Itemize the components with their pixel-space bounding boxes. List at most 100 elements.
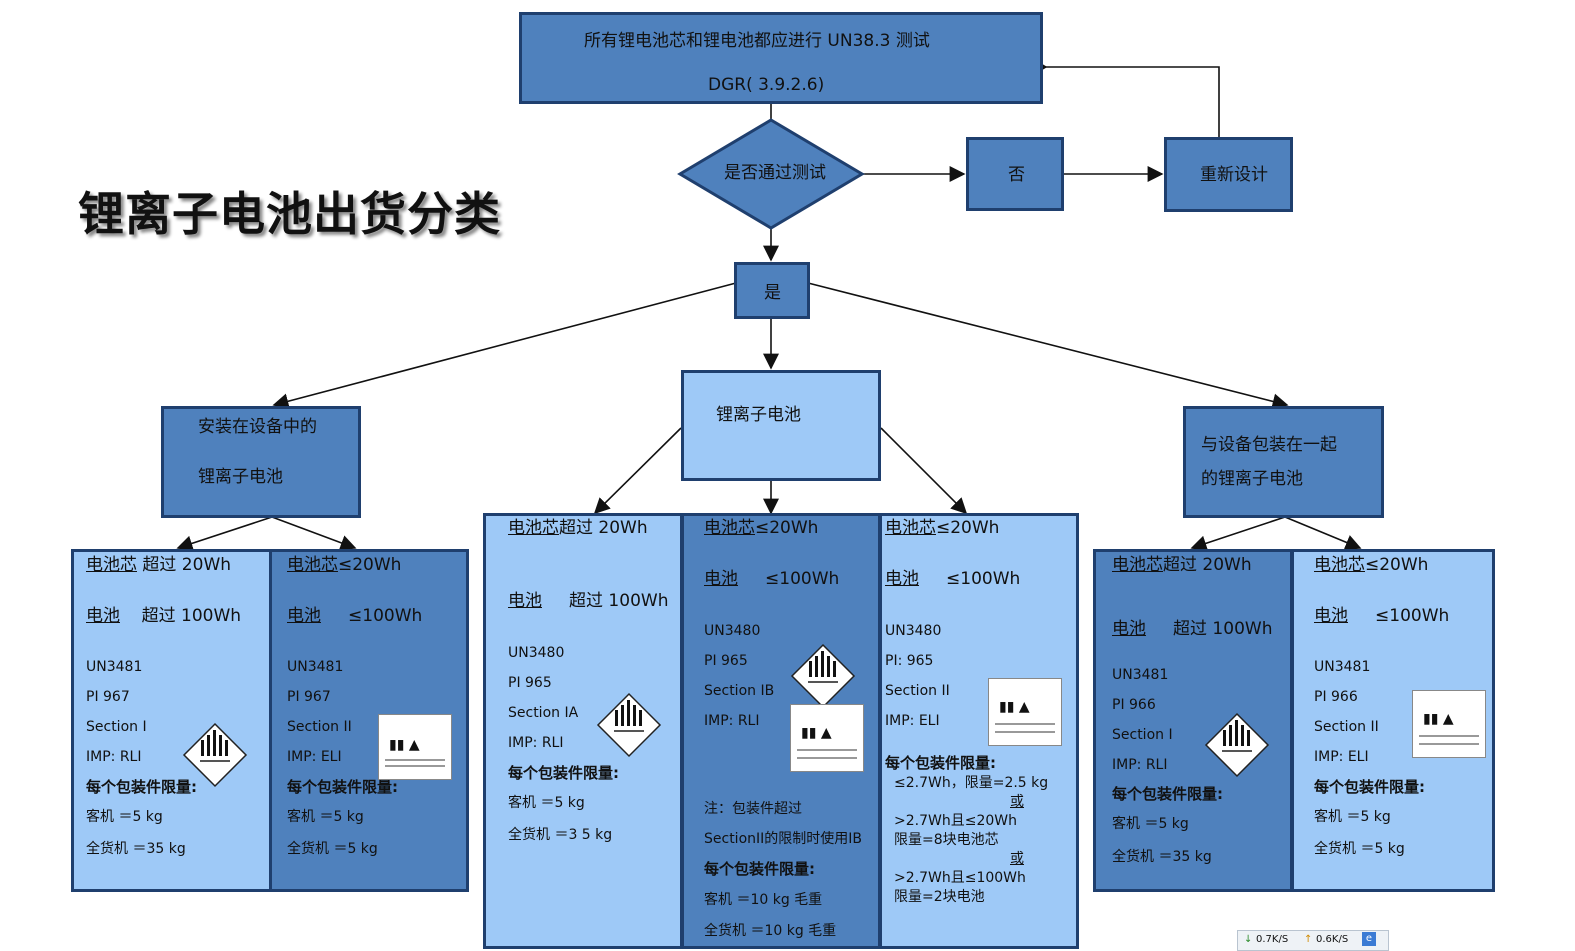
passenger-limit: 客机 ＝5 kg (1314, 809, 1391, 825)
battery-glyph-icon: ▮▮ ▲ (999, 699, 1030, 715)
upload-speed: 0.6K/S (1316, 934, 1349, 945)
packed-line2: 的锂离子电池 (1201, 469, 1303, 489)
limit-title: 每个包装件限量: (885, 754, 996, 772)
top-box-line1: 所有锂电池芯和锂电池都应进行 UN38.3 测试 (584, 31, 930, 51)
pi-number: PI 965 (704, 653, 748, 669)
panel-battery-section-ia: 电池芯超过 20Wh 电池 超过 100Wh UN3480 PI 965 Sec… (483, 513, 683, 949)
yes-label: 是 (764, 283, 781, 303)
no-box: 否 (966, 137, 1064, 211)
pi-number: PI 967 (287, 689, 331, 705)
lithium-battery-handling-label-icon: ▮▮ ▲ (988, 678, 1062, 746)
imp-code: IMP: ELI (1314, 749, 1369, 765)
imp-code: IMP: RLI (508, 735, 564, 751)
limit-title: 每个包装件限量: (1112, 785, 1223, 803)
panel-battery-section-ii: 电池芯≤20Wh 电池 ≤100Wh UN3480 PI: 965 Sectio… (879, 513, 1079, 949)
download-speed: 0.7K/S (1256, 934, 1289, 945)
arrow-installed-right (271, 516, 357, 551)
imp-code: IMP: ELI (885, 713, 940, 729)
limit-line-2: >2.7Wh且≤20Wh (894, 813, 1017, 829)
installed-line2: 锂离子电池 (198, 467, 283, 487)
passenger-limit: 客机 ＝10 kg 毛重 (704, 892, 823, 908)
cell-label: 电池芯 超过 20Wh (86, 555, 232, 575)
browser-icon[interactable]: e (1362, 932, 1376, 946)
arrow-redesign-to-top (1028, 56, 1220, 137)
top-box-line2: DGR( 3.9.2.6) (708, 75, 825, 95)
download-arrow-icon: ↓ (1244, 934, 1253, 945)
cargo-limit: 全货机 ＝5 kg (287, 841, 378, 857)
note-line2: SectionII的限制时使用IB (704, 831, 863, 847)
redesign-label: 重新设计 (1200, 165, 1268, 185)
top-box-un38-3: 所有锂电池芯和锂电池都应进行 UN38.3 测试 DGR( 3.9.2.6) (519, 12, 1043, 104)
yes-box: 是 (734, 262, 810, 319)
section-label: Section II (1314, 719, 1379, 735)
panel-packed-section-ii: 电池芯≤20Wh 电池 ≤100Wh UN3481 PI 966 Section… (1291, 549, 1495, 892)
imp-code: IMP: RLI (86, 749, 142, 765)
battery-cond-label: 电池 超过 100Wh (508, 591, 669, 611)
class9-hazard-label-icon (1204, 712, 1270, 778)
cargo-limit: 全货机 ＝35 kg (86, 841, 186, 857)
arrow-packed-right (1284, 516, 1362, 550)
arrow-yes-to-packed (807, 282, 1289, 410)
imp-code: IMP: RLI (704, 713, 760, 729)
un-number: UN3480 (704, 623, 761, 639)
class9-hazard-label-icon (182, 722, 248, 788)
lithium-battery-handling-label-icon: ▮▮ ▲ (378, 714, 452, 780)
category-battery: 锂离子电池 (681, 370, 881, 481)
un-number: UN3480 (508, 645, 565, 661)
lithium-battery-handling-label-icon: ▮▮ ▲ (790, 704, 864, 772)
decision-diamond (677, 118, 865, 230)
category-installed: 安装在设备中的 锂离子电池 (161, 406, 361, 518)
panel-packed-section-i: 电池芯超过 20Wh 电池 超过 100Wh UN3481 PI 966 Sec… (1093, 549, 1293, 892)
upload-arrow-icon: ↑ (1304, 934, 1313, 945)
battery-cond-label: 电池 超过 100Wh (1112, 619, 1273, 639)
passenger-limit: 客机 ＝5 kg (86, 809, 163, 825)
pi-number: PI 967 (86, 689, 130, 705)
imp-code: IMP: RLI (1112, 757, 1168, 773)
section-label: Section IB (704, 683, 775, 699)
pi-number: PI 966 (1112, 697, 1156, 713)
un-number: UN3480 (885, 623, 942, 639)
section-label: Section II (885, 683, 950, 699)
class9-hazard-label-icon (790, 643, 856, 709)
battery-cond-label: 电池 超过 100Wh (86, 606, 242, 626)
limit-title: 每个包装件限量: (508, 764, 619, 782)
battery-cond-label: 电池 ≤100Wh (885, 569, 1021, 589)
arrow-battery-left (593, 427, 682, 515)
battery-glyph-icon: ▮▮ ▲ (1423, 711, 1454, 727)
un-number: UN3481 (287, 659, 344, 675)
cargo-limit: 全货机 ＝3 5 kg (508, 827, 613, 843)
cell-label: 电池芯≤20Wh (885, 518, 1000, 538)
packed-line1: 与设备包装在一起 (1201, 435, 1337, 455)
cargo-limit: 全货机 ＝35 kg (1112, 849, 1212, 865)
limit-title: 每个包装件限量: (86, 778, 197, 796)
pi-number: PI 966 (1314, 689, 1358, 705)
section-label: Section I (1112, 727, 1173, 743)
battery-label: 锂离子电池 (716, 405, 801, 425)
arrow-yes-to-installed (272, 282, 737, 410)
battery-cond-label: 电池 ≤100Wh (704, 569, 840, 589)
cell-label: 电池芯超过 20Wh (1112, 555, 1252, 575)
passenger-limit: 客机 ＝5 kg (1112, 816, 1189, 832)
section-label: Section II (287, 719, 352, 735)
panel-battery-section-ib: 电池芯≤20Wh 电池 ≤100Wh UN3480 PI 965 Section… (681, 513, 881, 949)
arrow-battery-right (880, 427, 968, 515)
note-line1: 注：包装件超过 (704, 801, 802, 817)
limit-line-1: ≤2.7Wh，限量=2.5 kg (894, 775, 1049, 791)
cell-label: 电池芯≤20Wh (704, 518, 819, 538)
cell-label: 电池芯超过 20Wh (508, 518, 648, 538)
cargo-limit: 全货机 ＝5 kg (1314, 841, 1405, 857)
cargo-limit: 全货机 ＝10 kg 毛重 (704, 923, 837, 939)
installed-line1: 安装在设备中的 (198, 417, 317, 437)
battery-cond-label: 电池 ≤100Wh (1314, 606, 1450, 626)
un-number: UN3481 (86, 659, 143, 675)
network-speed-widget[interactable]: ↓ 0.7K/S ↑ 0.6K/S e (1237, 930, 1389, 951)
section-label: Section I (86, 719, 147, 735)
category-packed: 与设备包装在一起 的锂离子电池 (1183, 406, 1384, 518)
pi-number: PI: 965 (885, 653, 934, 669)
cell-label: 电池芯≤20Wh (287, 555, 402, 575)
un-number: UN3481 (1314, 659, 1371, 675)
page-title: 锂离子电池出货分类 (78, 187, 501, 241)
battery-glyph-icon: ▮▮ ▲ (801, 725, 832, 741)
no-label: 否 (1008, 165, 1025, 185)
